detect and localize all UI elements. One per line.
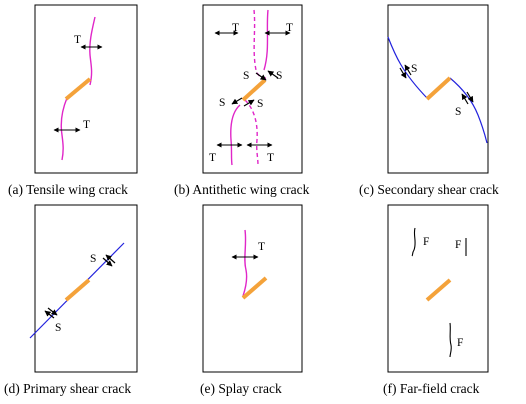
panel-a: T T (34, 4, 138, 174)
panel-c-frame (387, 4, 489, 174)
caption-e: (e) Splay crack (200, 381, 282, 396)
shear-label-upper-right: S (276, 70, 282, 82)
antithetic-crack-upper-solid (263, 9, 269, 71)
shear-arrow-left-b (404, 64, 412, 76)
antithetic-crack-lower-dashed (244, 99, 259, 166)
tensile-wing-crack-lower (60, 97, 68, 161)
shear-label-left: S (411, 63, 417, 75)
fault-segment (64, 77, 92, 101)
antithetic-crack-lower-solid (230, 104, 241, 166)
caption-d: (d) Primary shear crack (4, 381, 131, 396)
panel-f-frame (387, 204, 489, 373)
shear-arrow-left-a (399, 67, 407, 79)
panel-b: T T S S S S T T (202, 4, 303, 174)
antithetic-crack-upper-dashed (253, 9, 269, 79)
far-field-label-upper-left: F (423, 236, 429, 248)
fault-segment (241, 276, 268, 300)
panel-c: S S (387, 4, 489, 174)
tensile-label-upper-right: T (286, 22, 293, 34)
far-field-crack-upper-left (411, 227, 416, 257)
far-field-label-lower: F (457, 337, 463, 349)
shear-arrow-upper-b (105, 254, 116, 264)
shear-label-upper: S (90, 253, 96, 265)
panel-d-frame (34, 204, 138, 373)
panel-e: T (202, 204, 303, 373)
shear-arrow-lower-a (44, 310, 55, 319)
fault-segment (425, 76, 452, 101)
fault-segment (64, 278, 91, 302)
shear-label-lower: S (55, 322, 61, 334)
tensile-label-lower-left: T (209, 152, 216, 164)
far-field-crack-lower (449, 322, 452, 358)
fault-segment (425, 278, 452, 302)
shear-arrow-upper-b (267, 70, 279, 79)
tensile-label-upper: T (74, 34, 81, 46)
secondary-shear-crack-left (387, 36, 428, 99)
panel-b-frame (202, 4, 303, 174)
shear-arrow-lower-a (231, 97, 243, 105)
caption-f: (f) Far-field crack (383, 381, 480, 396)
shear-arrow-upper-a (102, 257, 113, 267)
splay-crack (242, 229, 248, 297)
panel-f: F F F (387, 204, 489, 373)
tensile-wing-crack-upper (89, 16, 96, 86)
shear-arrow-upper-a (255, 72, 267, 81)
shear-label-right: S (455, 106, 461, 118)
fault-segment (241, 78, 267, 102)
shear-label-lower-left: S (219, 97, 225, 109)
shear-arrow-right-a (461, 93, 469, 105)
caption-c: (c) Secondary shear crack (359, 182, 499, 197)
shear-arrow-right-b (466, 91, 474, 103)
caption-a: (a) Tensile wing crack (8, 182, 128, 197)
panel-e-frame (202, 204, 303, 373)
caption-b: (b) Antithetic wing crack (174, 182, 310, 197)
panel-a-frame (34, 4, 138, 174)
tensile-label-lower-right: T (267, 152, 274, 164)
tensile-label-upper-left: T (232, 22, 239, 34)
shear-arrow-lower-b (243, 99, 255, 107)
tensile-label: T (258, 241, 265, 253)
tensile-label-lower: T (83, 119, 90, 131)
panel-d: S S (29, 204, 138, 373)
shear-label-upper-left: S (243, 70, 249, 82)
shear-arrow-lower-b (47, 307, 58, 316)
far-field-label-upper-right: F (455, 239, 461, 251)
secondary-shear-crack-right (449, 77, 488, 144)
shear-label-lower-right: S (257, 98, 263, 110)
